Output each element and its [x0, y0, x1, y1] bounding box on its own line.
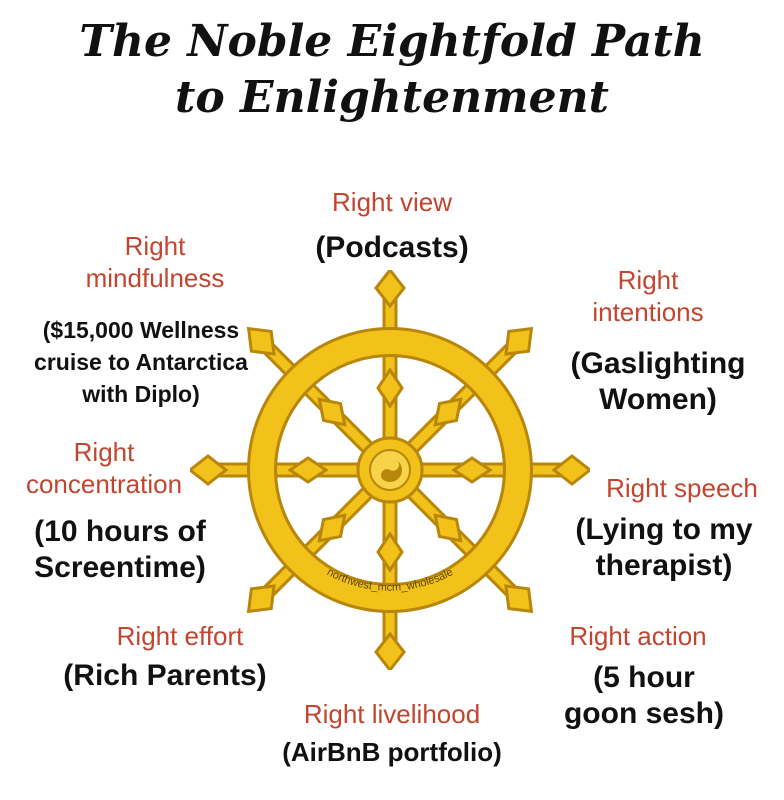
label-right-mindfulness: Right mindfulness: [85, 231, 225, 293]
label-right-effort: Right effort: [116, 621, 244, 651]
label-right-action: Right action: [569, 621, 707, 651]
label-right-view: Right view: [332, 187, 452, 217]
dharma-wheel-icon: northwest_mcm_wholesale: [190, 270, 590, 670]
desc-right-action: (5 hour goon sesh): [563, 661, 724, 730]
label-right-concentration: Right concentration: [25, 437, 183, 499]
desc-right-livelihood: (AirBnB portfolio): [282, 737, 502, 767]
desc-right-view: (Podcasts): [315, 231, 469, 264]
desc-right-effort: (Rich Parents): [63, 659, 267, 692]
desc-right-mindfulness: ($15,000 Wellness cruise to Antarctica w…: [34, 317, 248, 407]
desc-right-concentration: (10 hours of Screentime): [34, 515, 206, 584]
title-line-2: to Enlightenment: [175, 72, 609, 123]
desc-right-intentions: (Gaslighting Women): [570, 347, 746, 416]
page-title: The Noble Eightfold Path to Enlightenmen…: [0, 14, 784, 126]
desc-right-speech: (Lying to my therapist): [575, 513, 753, 582]
label-right-livelihood: Right livelihood: [303, 699, 481, 729]
label-right-speech: Right speech: [606, 473, 758, 503]
label-right-intentions: Right intentions: [592, 265, 704, 327]
title-line-1: The Noble Eightfold Path: [79, 16, 705, 67]
